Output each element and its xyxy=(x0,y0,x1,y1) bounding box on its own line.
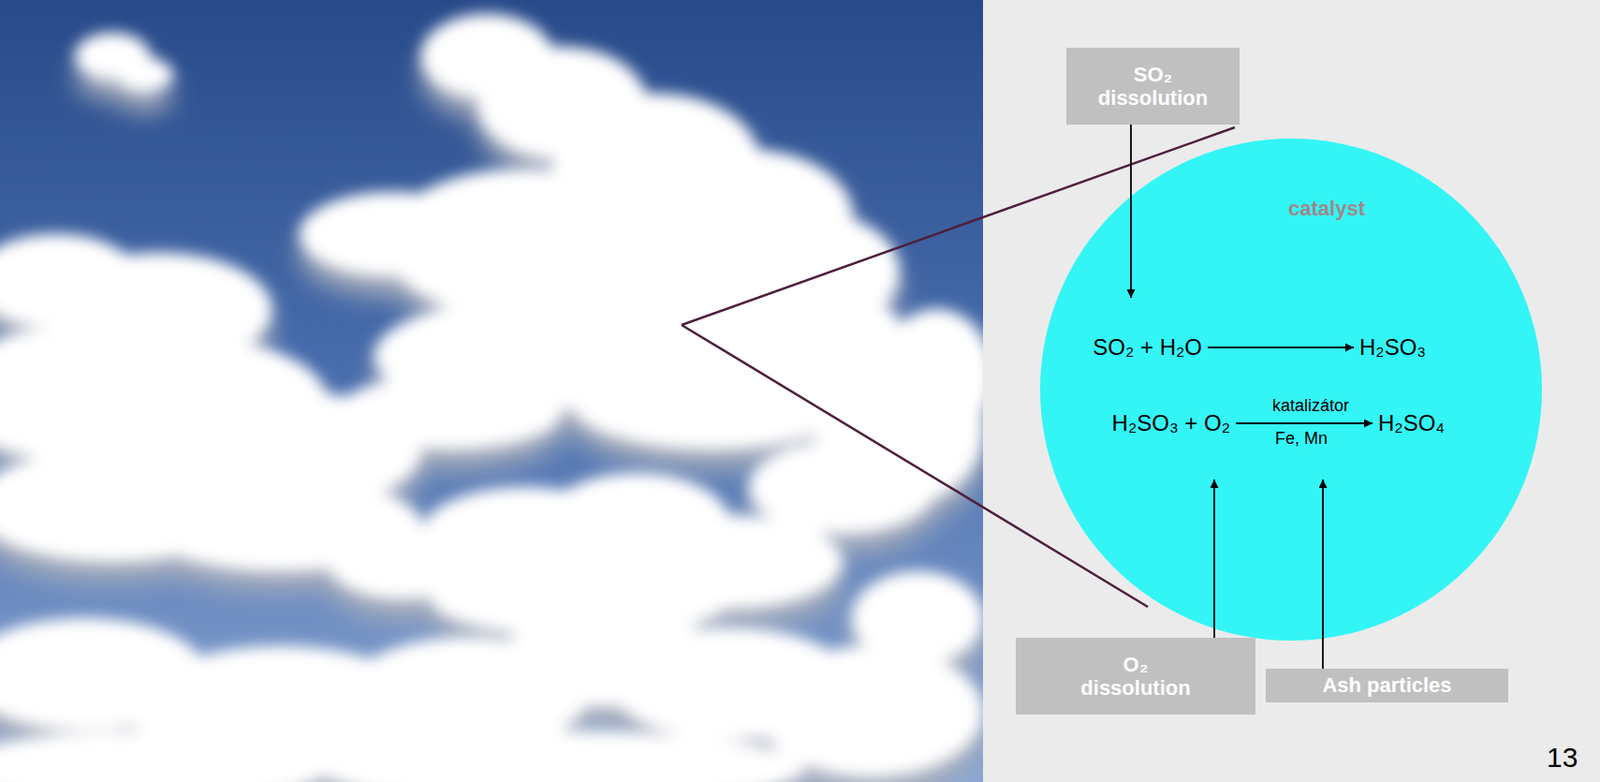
product: H₂SO₃ xyxy=(1359,334,1426,361)
product: H₂SO₄ xyxy=(1378,410,1445,437)
flow-arrow xyxy=(1321,479,1324,669)
droplet-fill xyxy=(1040,138,1542,641)
cloud-shadow xyxy=(0,34,984,782)
page-number: 13 xyxy=(1546,741,1578,773)
box-label: SO₂ dissolution xyxy=(1092,62,1215,111)
sky xyxy=(0,0,984,782)
reaction-arrow xyxy=(1207,346,1354,349)
zoom-line xyxy=(681,324,1148,607)
flow-arrow xyxy=(1130,124,1132,298)
droplet-circle: catalystSO₂ + H₂O H₂SO₃ H₂SO₃ + O₂ katalizá… xyxy=(1040,138,1542,641)
reaction-condition: katalizátor xyxy=(1272,396,1350,416)
catalyst-metals: Fe, Mn xyxy=(1275,428,1328,449)
box-label: Ash particles xyxy=(1321,673,1452,697)
reaction-arrow xyxy=(1235,422,1373,425)
process-box: Ash particles xyxy=(1265,668,1509,703)
reactants: H₂SO₃ + O₂ xyxy=(1112,410,1231,437)
reactants: SO₂ + H₂O xyxy=(1092,334,1203,361)
flow-arrow xyxy=(1213,479,1216,638)
cloud-picture xyxy=(0,0,984,782)
reaction: SO₂ + H₂O H₂SO₃ xyxy=(1067,297,1470,373)
zoom-line xyxy=(681,127,1235,325)
box-label: O₂ dissolution xyxy=(1072,652,1200,701)
cloud xyxy=(0,14,984,782)
reaction: H₂SO₃ + O₂ katalizátorFe, Mn H₂SO₄ xyxy=(1046,391,1470,480)
catalyst-label: catalyst xyxy=(1288,196,1366,221)
process-box: SO₂ dissolution xyxy=(1066,47,1240,125)
process-box: O₂ dissolution xyxy=(1015,637,1256,715)
